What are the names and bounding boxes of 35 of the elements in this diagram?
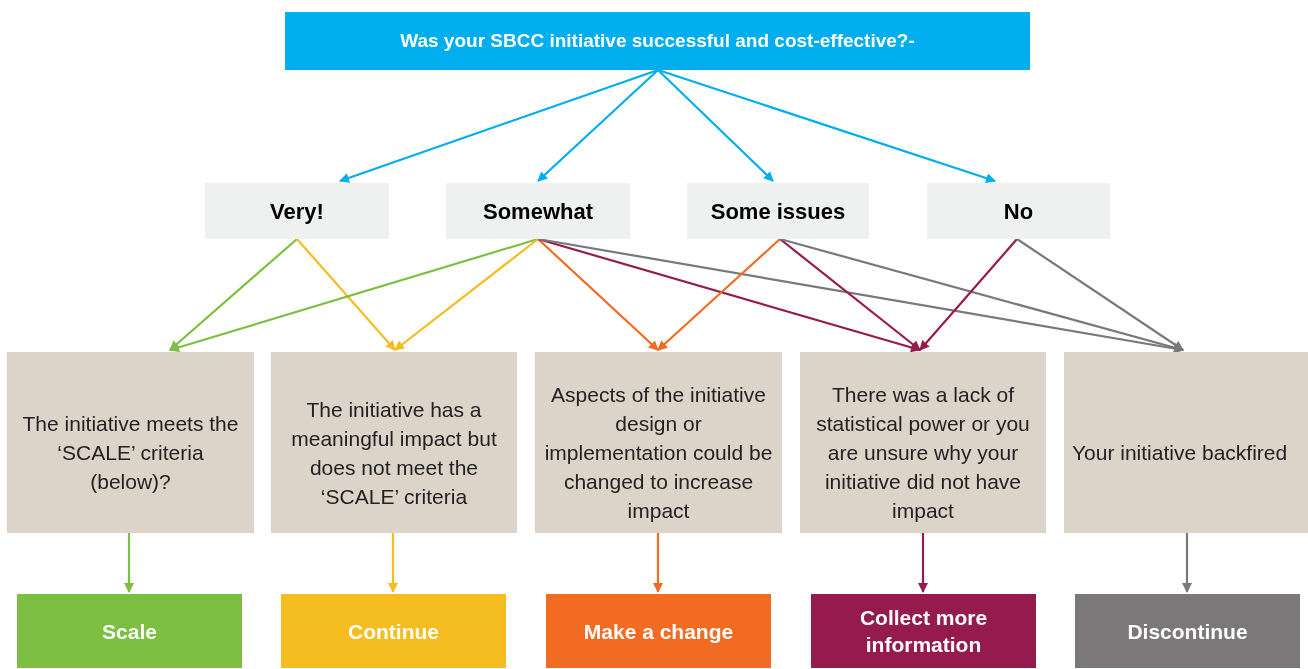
action-box: Make a change bbox=[546, 594, 771, 668]
arrow bbox=[919, 238, 1018, 351]
arrow bbox=[657, 68, 996, 183]
arrow bbox=[537, 69, 659, 182]
action-box: Scale bbox=[17, 594, 242, 668]
question-box: Was your SBCC initiative successful and cost-effective?- bbox=[285, 12, 1030, 70]
action-box: Discontinue bbox=[1075, 594, 1300, 668]
situation-box: The initiative meets the ‘SCALE’ criteria (below)? bbox=[7, 352, 254, 533]
action-box: Continue bbox=[281, 594, 506, 668]
arrow bbox=[394, 238, 539, 351]
arrow bbox=[779, 237, 1184, 353]
arrow bbox=[653, 533, 663, 593]
answer-box: Somewhat bbox=[446, 183, 630, 239]
arrow bbox=[779, 238, 921, 351]
answer-box: Very! bbox=[205, 183, 389, 239]
arrow bbox=[657, 69, 774, 182]
answer-box: Some issues bbox=[687, 183, 869, 239]
arrow bbox=[657, 238, 781, 351]
situation-box: There was a lack of statistical power or you are unsure why your initiative did not have impact bbox=[800, 352, 1046, 533]
arrow bbox=[388, 533, 398, 593]
arrow bbox=[537, 237, 921, 353]
arrow bbox=[296, 238, 396, 351]
arrow bbox=[124, 533, 134, 593]
arrow bbox=[918, 533, 928, 593]
answer-box: No bbox=[927, 183, 1110, 239]
arrow bbox=[169, 238, 298, 351]
action-box: Collect more information bbox=[811, 594, 1036, 668]
situation-box: The initiative has a meaningful impact but does not meet the ‘SCALE’ criteria bbox=[271, 352, 517, 533]
situation-box: Your initiative backfired bbox=[1064, 352, 1308, 533]
situation-box: Aspects of the initiative design or implementation could be changed to increase impact bbox=[535, 352, 782, 533]
arrow bbox=[339, 68, 659, 183]
arrow bbox=[537, 238, 659, 351]
arrow bbox=[169, 237, 539, 353]
arrow bbox=[1182, 533, 1192, 593]
arrow bbox=[1016, 238, 1184, 351]
